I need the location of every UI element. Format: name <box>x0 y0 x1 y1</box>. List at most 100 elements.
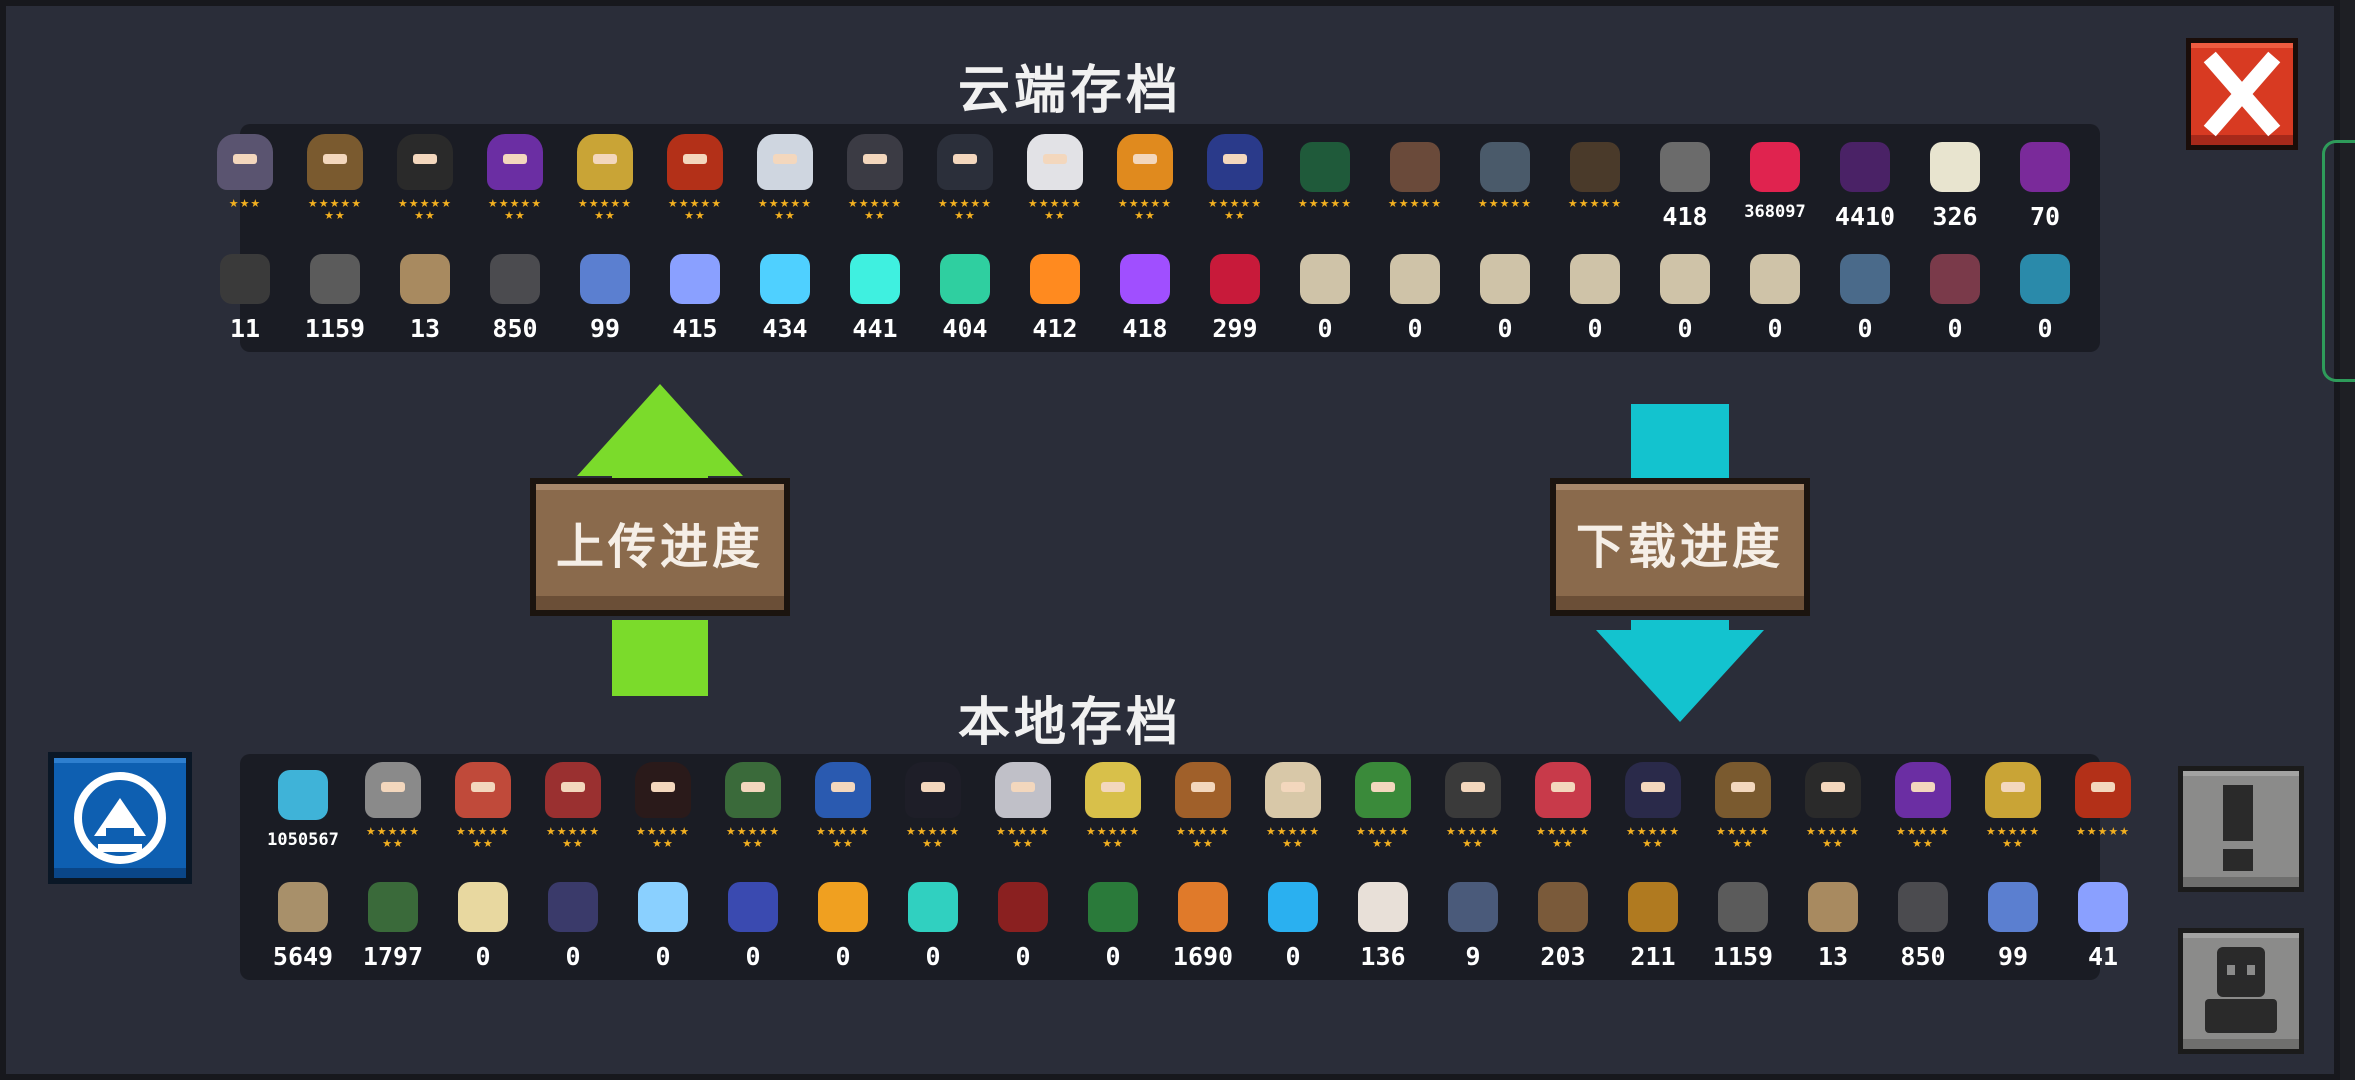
profile-button[interactable] <box>2178 928 2304 1054</box>
star-rating: ★★★★★ ★★ <box>1805 825 1861 850</box>
cloud-material: 0 <box>1910 240 2000 352</box>
cloud-extra-item: ★★★★★ <box>1460 128 1550 240</box>
star-rating: ★★★★★ ★★ <box>1985 825 2041 850</box>
local-material-icon <box>1988 882 2038 932</box>
cloud-extra-item-icon <box>2020 142 2070 192</box>
local-character: ★★★★★ ★★ <box>1428 756 1518 868</box>
item-count: 99 <box>1997 942 2029 971</box>
cloud-character: ★★★★★ ★★ <box>650 128 740 240</box>
item-count: 0 <box>1767 314 1783 343</box>
cloud-material: 434 <box>740 240 830 352</box>
cloud-material: 13 <box>380 240 470 352</box>
taptap-login-button[interactable] <box>48 752 192 884</box>
cloud-character: ★★★★★ ★★ <box>740 128 830 240</box>
local-material-icon <box>1538 882 1588 932</box>
star-rating: ★★★★★ ★★ <box>1715 825 1771 850</box>
cloud-extra-item: ★★★★★ <box>1550 128 1640 240</box>
item-count: 418 <box>1122 314 1168 343</box>
local-material-icon <box>548 882 598 932</box>
local-material-icon <box>998 882 1048 932</box>
cloud-material: 850 <box>470 240 560 352</box>
cloud-extra-item-icon <box>1930 142 1980 192</box>
local-material: 203 <box>1518 868 1608 980</box>
item-count: 0 <box>1317 314 1333 343</box>
cloud-material: 0 <box>1730 240 1820 352</box>
cloud-character: ★★★★★ ★★ <box>470 128 560 240</box>
cloud-extra-item-icon <box>1300 142 1350 192</box>
taptap-logo-icon <box>74 772 166 864</box>
download-progress-button[interactable]: 下载进度 <box>1550 478 1810 616</box>
local-character-icon <box>1265 762 1321 818</box>
local-character-icon <box>725 762 781 818</box>
local-material: 0 <box>438 868 528 980</box>
local-material-icon <box>278 882 328 932</box>
local-character: ★★★★★ ★★ <box>1248 756 1338 868</box>
local-material-icon <box>818 882 868 932</box>
star-rating: ★★★★★ <box>1477 197 1533 210</box>
local-material: 0 <box>798 868 888 980</box>
local-character-icon <box>1445 762 1501 818</box>
local-material: 99 <box>1968 868 2058 980</box>
cloud-material-icon <box>1840 254 1890 304</box>
item-count: 0 <box>745 942 761 971</box>
cloud-character-icon <box>307 134 363 190</box>
star-rating: ★★★★★ ★★ <box>1445 825 1501 850</box>
cloud-material-icon <box>1210 254 1260 304</box>
cloud-character: ★★★★★ ★★ <box>830 128 920 240</box>
star-rating: ★★★★★ ★★ <box>545 825 601 850</box>
local-material: 1690 <box>1158 868 1248 980</box>
cloud-character: ★★★★★ ★★ <box>1190 128 1280 240</box>
upload-progress-button[interactable]: 上传进度 <box>530 478 790 616</box>
cloud-material: 441 <box>830 240 920 352</box>
star-rating: ★★★★★ ★★ <box>397 197 453 222</box>
notice-button[interactable] <box>2178 766 2304 892</box>
local-character-icon <box>995 762 1051 818</box>
cloud-character-icon <box>487 134 543 190</box>
star-rating: ★★★★★ ★★ <box>847 197 903 222</box>
local-character: ★★★★★ ★★ <box>438 756 528 868</box>
cloud-material: 0 <box>1820 240 1910 352</box>
item-count: 0 <box>1015 942 1031 971</box>
local-character-icon <box>365 762 421 818</box>
star-rating: ★★★★★ ★★ <box>1117 197 1173 222</box>
cloud-character: ★★★★★ ★★ <box>380 128 470 240</box>
local-character-icon <box>815 762 871 818</box>
local-material-icon <box>458 882 508 932</box>
side-scroll-rail <box>2322 140 2355 382</box>
cloud-material-icon <box>850 254 900 304</box>
local-character: ★★★★★ ★★ <box>798 756 888 868</box>
cloud-extra-item: ★★★★★ <box>1370 128 1460 240</box>
item-count: 11 <box>229 314 261 343</box>
close-button[interactable] <box>2186 38 2298 150</box>
local-character-icon <box>1895 762 1951 818</box>
item-count: 0 <box>1105 942 1121 971</box>
cloud-extra-item: 368097 <box>1730 128 1820 240</box>
cloud-extra-item-icon <box>1390 142 1440 192</box>
star-rating: ★★★★★ ★★ <box>455 825 511 850</box>
star-rating: ★★★★★ ★★ <box>937 197 993 222</box>
local-character: ★★★★★ ★★ <box>1068 756 1158 868</box>
cloud-material: 418 <box>1100 240 1190 352</box>
local-character: ★★★★★ ★★ <box>1608 756 1698 868</box>
item-count: 211 <box>1630 942 1676 971</box>
local-character: ★★★★★ ★★ <box>1788 756 1878 868</box>
cloud-character-icon <box>397 134 453 190</box>
item-count: 850 <box>492 314 538 343</box>
local-character-icon <box>455 762 511 818</box>
star-rating: ★★★★★ <box>1297 197 1353 210</box>
profile-icon <box>2205 947 2277 1033</box>
cloud-material: 11 <box>200 240 290 352</box>
star-rating: ★★★★★ ★★ <box>1207 197 1263 222</box>
local-character: ★★★★★ ★★ <box>618 756 708 868</box>
exclamation-icon <box>2223 785 2253 871</box>
local-material: 9 <box>1428 868 1518 980</box>
cloud-material-icon <box>1300 254 1350 304</box>
local-material: 211 <box>1608 868 1698 980</box>
star-rating: ★★★ <box>228 197 262 210</box>
local-material-icon <box>1358 882 1408 932</box>
cloud-character-icon <box>1207 134 1263 190</box>
local-material-icon <box>1178 882 1228 932</box>
item-count: 0 <box>1407 314 1423 343</box>
item-count: 0 <box>925 942 941 971</box>
